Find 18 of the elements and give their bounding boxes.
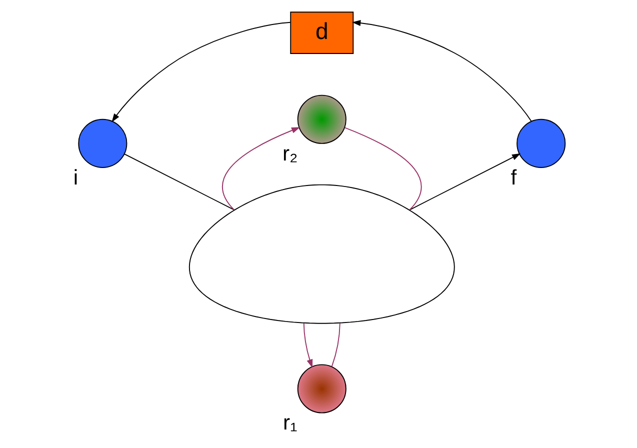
node-circle [296,364,346,414]
connector [330,322,340,368]
arrow [408,153,520,210]
arrow [111,22,290,122]
arrow [302,322,312,368]
node-label: f [510,166,516,190]
node-label: r₁ [282,412,297,435]
node-cloud [188,184,454,324]
node-circle [78,118,127,168]
node-label: i [72,166,78,190]
connector [344,127,422,210]
arrow [222,127,300,210]
arrow [351,20,532,122]
node-circle [296,94,346,144]
connector [124,154,234,210]
node-box: d [290,12,354,54]
node-circle [516,118,566,168]
node-label: r₂ [282,142,298,166]
